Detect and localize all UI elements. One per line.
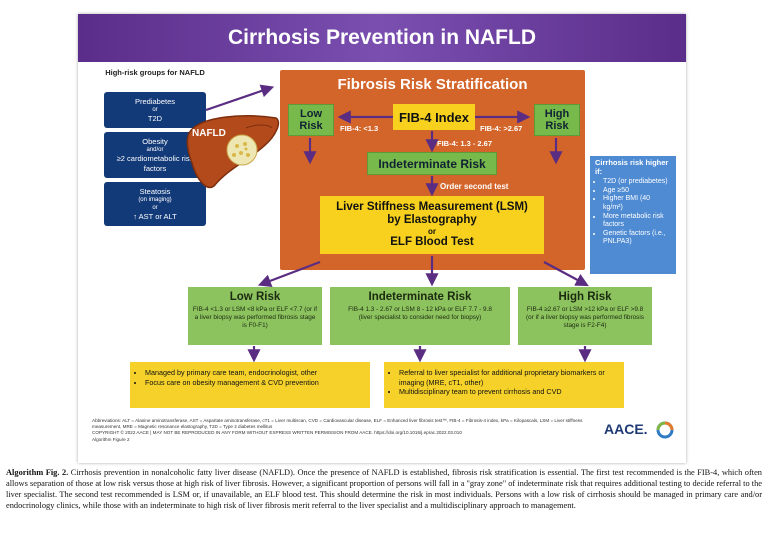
lsm-elf-box: Liver Stiffness Measurement (LSM) by Ela… [320, 196, 544, 254]
outcome-high-risk: High Risk FIB-4 ≥2.67 or LSM >12 kPa or … [518, 287, 652, 345]
low-risk-box: Low Risk [288, 104, 334, 136]
list-item: Managed by primary care team, endocrinol… [145, 368, 364, 378]
fib4-index-box: FIB-4 Index [393, 104, 475, 130]
abbreviations-block: Abbreviations: ALT = Alanine aminotransf… [92, 418, 583, 442]
liver-icon [186, 115, 280, 189]
list-item: Genetic factors (i.e., PNLPA3) [603, 230, 671, 247]
page-title: Cirrhosis Prevention in NAFLD [78, 14, 686, 62]
mid-condition-label: FIB-4: 1.3 - 2.67 [437, 139, 493, 148]
outcome-indeterminate-risk: Indeterminate Risk FIB-4 1.3 - 2.67 or L… [330, 287, 510, 345]
liver-label: NAFLD [192, 128, 226, 139]
high-risk-groups-title: High-risk groups for NAFLD [105, 68, 205, 77]
aace-logo-mark-icon [656, 421, 674, 439]
figure-caption: Algorithm Fig. 2. Cirrhosis prevention i… [6, 468, 762, 510]
indeterminate-risk-box: Indeterminate Risk [367, 152, 497, 175]
risk-group-prediabetes: Prediabetes or T2D [104, 92, 206, 128]
high-risk-box: High Risk [534, 104, 580, 136]
high-condition-label: FIB-4: >2.67 [480, 124, 523, 133]
stratification-title: Fibrosis Risk Stratification [337, 76, 528, 93]
list-item: T2D (or prediabetes) [603, 178, 671, 187]
list-item: Age ≥50 [603, 187, 671, 196]
cirrhosis-risk-panel: Cirrhosis risk higher if: T2D (or predia… [590, 156, 676, 274]
list-item: Referral to liver specialist for additio… [399, 368, 618, 387]
list-item: Focus care on obesity management & CVD p… [145, 378, 364, 388]
list-item: More metabolic risk factors [603, 213, 671, 230]
low-condition-label: FIB-4: <1.3 [340, 124, 379, 133]
aace-logo: AACE. [604, 421, 676, 443]
order-second-test-label: Order second test [440, 182, 509, 191]
outcome-low-risk: Low Risk FIB-4 <1.3 or LSM <8 kPa or ELF… [188, 287, 322, 345]
management-primary-care: Managed by primary care team, endocrinol… [130, 362, 370, 408]
management-specialist: Referral to liver specialist for additio… [384, 362, 624, 408]
cirrhosis-risk-list: T2D (or prediabetes) Age ≥50 Higher BMI … [595, 178, 671, 247]
list-item: Higher BMI (40 kg/m²) [603, 195, 671, 212]
risk-group-steatosis: Steatosis (on imaging) or ↑ AST or ALT [104, 182, 206, 226]
list-item: Multidisciplinary team to prevent cirrho… [399, 387, 618, 397]
